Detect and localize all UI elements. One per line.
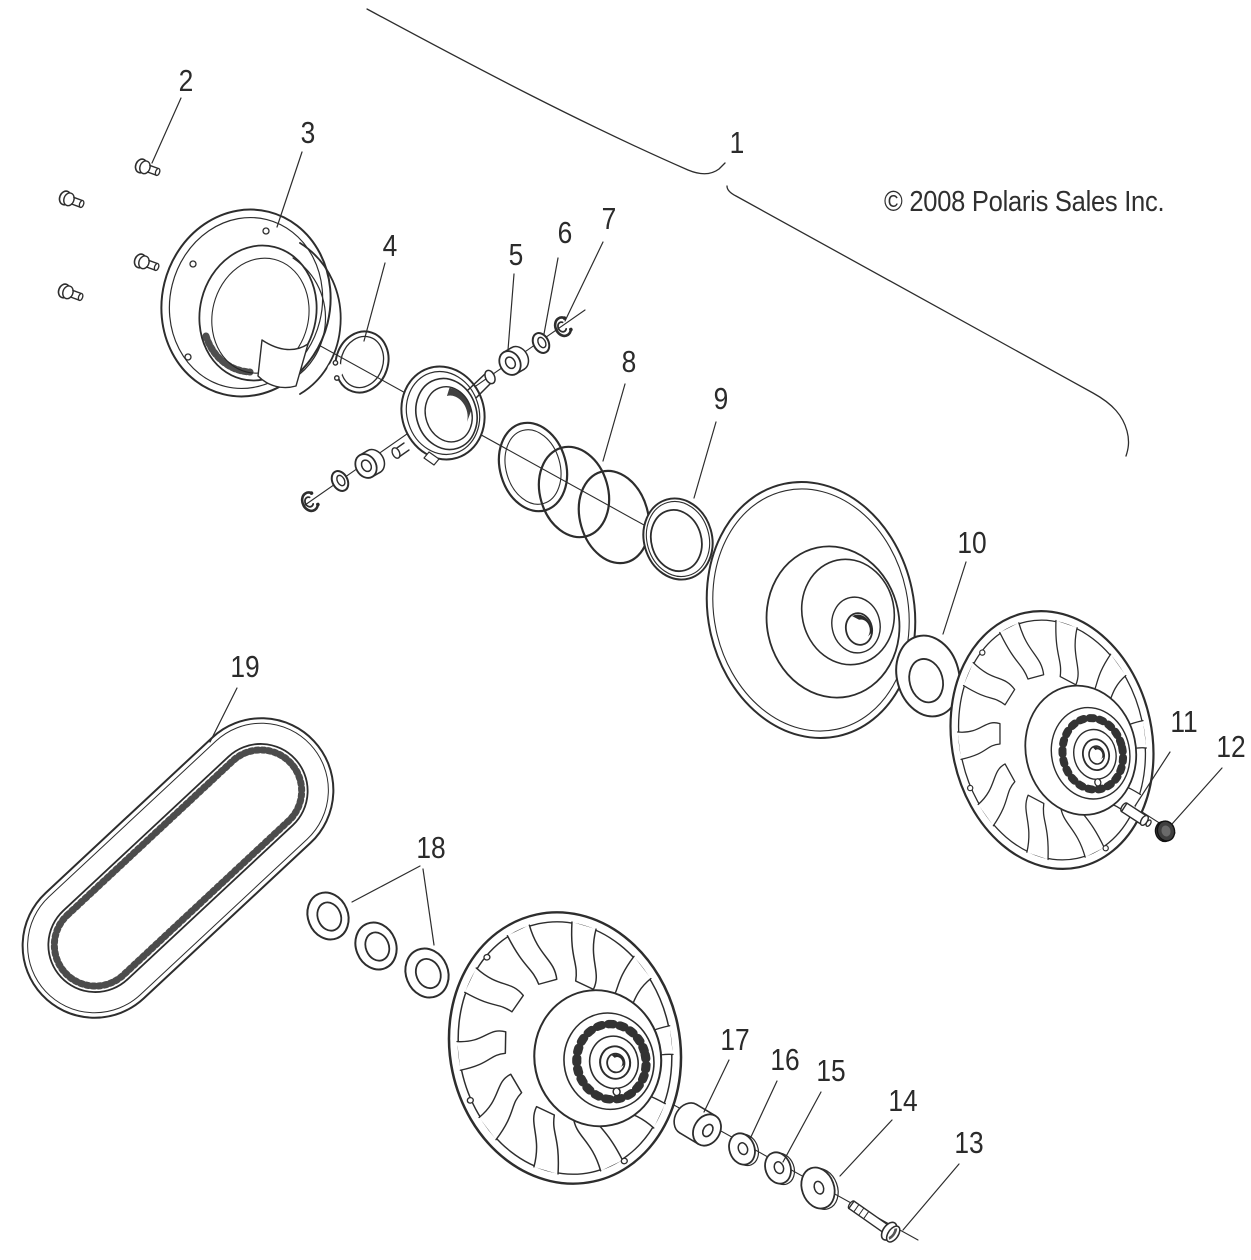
callout-15: 15 xyxy=(816,1053,846,1088)
callout-19: 19 xyxy=(230,649,260,684)
callout-9: 9 xyxy=(713,381,729,416)
callout-4: 4 xyxy=(382,228,398,263)
roller-bearing xyxy=(498,345,530,376)
callout-7: 7 xyxy=(601,201,617,236)
callout-10: 10 xyxy=(957,525,987,560)
driven-clutch-half-bottom xyxy=(424,891,706,1206)
roller-bearing xyxy=(354,448,386,479)
washer xyxy=(764,1151,796,1186)
callout-2: 2 xyxy=(178,63,194,98)
washer xyxy=(800,1166,839,1210)
callout-14: 14 xyxy=(888,1083,918,1118)
nut xyxy=(1154,820,1176,843)
bolt xyxy=(1120,802,1152,827)
screw xyxy=(57,283,84,302)
copyright-notice: © 2008 Polaris Sales Inc. xyxy=(884,186,1165,218)
e-clip xyxy=(300,491,320,513)
callout-17: 17 xyxy=(720,1022,750,1057)
leader-lines xyxy=(151,97,1223,1231)
screw xyxy=(133,253,160,272)
screw xyxy=(134,158,161,177)
callout-5: 5 xyxy=(508,237,524,272)
e-clip xyxy=(553,316,573,338)
washer xyxy=(895,634,961,718)
washer xyxy=(728,1132,760,1167)
driven-clutch-half-right xyxy=(927,592,1177,888)
bearing-housing xyxy=(391,365,496,466)
drive-belt xyxy=(21,717,335,1019)
shim-washers xyxy=(306,891,450,999)
callout-3: 3 xyxy=(300,115,316,150)
callout-16: 16 xyxy=(770,1042,800,1077)
screw xyxy=(58,190,85,209)
cover-screws xyxy=(57,158,161,302)
belt-teeth xyxy=(50,746,306,990)
assembly-bracket-line xyxy=(366,8,1130,457)
spacer-bushing xyxy=(673,1102,722,1147)
retaining-ring xyxy=(327,330,390,394)
callout-18: 18 xyxy=(416,830,446,865)
thrust-washer xyxy=(330,470,350,492)
thrust-washer xyxy=(531,332,551,354)
callout-12: 12 xyxy=(1216,729,1246,764)
callout-1: 1 xyxy=(729,125,745,160)
clutch-cover xyxy=(160,208,342,398)
callout-6: 6 xyxy=(557,215,573,250)
fixed-sheave xyxy=(705,481,917,739)
seal-ring xyxy=(642,497,714,581)
compression-spring xyxy=(497,421,651,565)
callout-11: 11 xyxy=(1170,704,1198,739)
callout-8: 8 xyxy=(621,344,637,379)
callout-13: 13 xyxy=(954,1125,984,1160)
bolt xyxy=(847,1200,901,1243)
